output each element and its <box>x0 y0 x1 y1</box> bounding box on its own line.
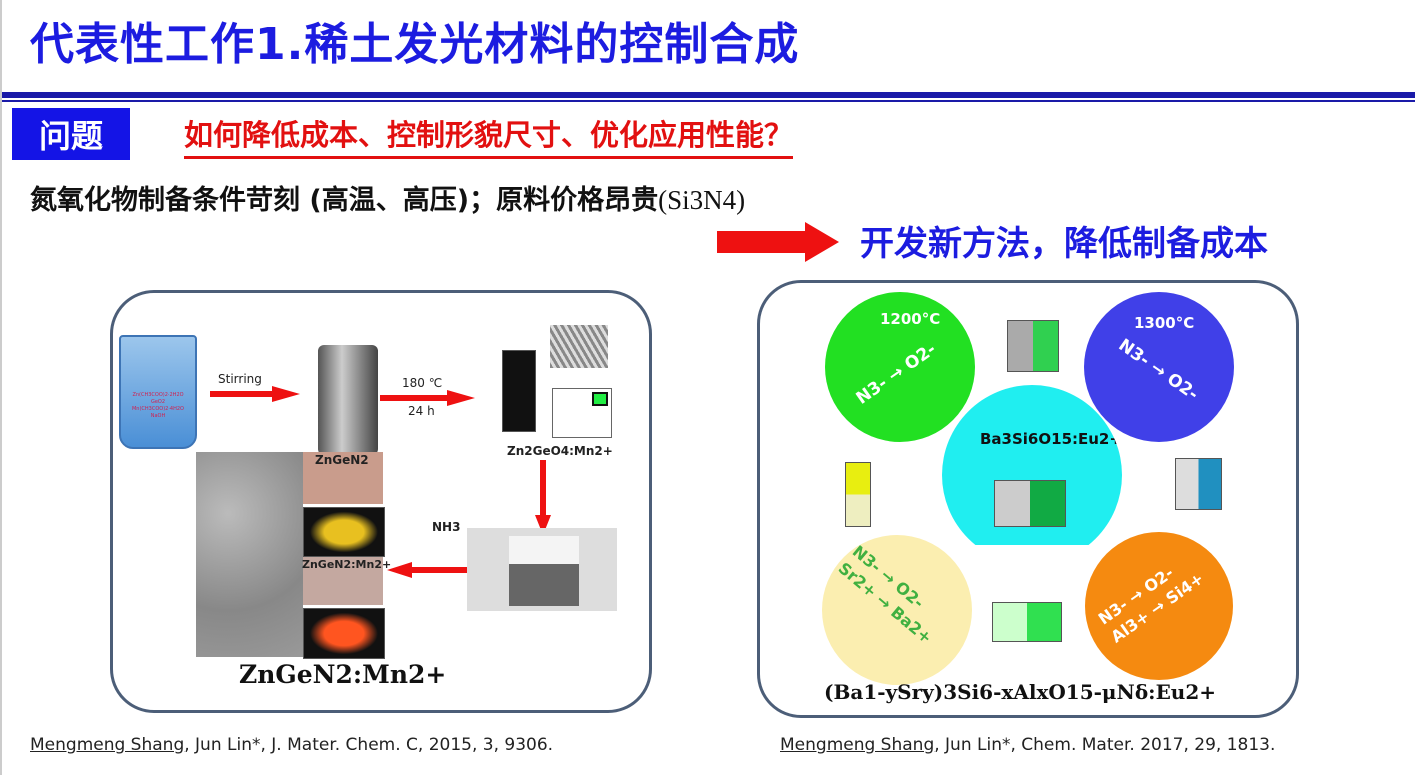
center-label: Ba3Si6O15:Eu2+ <box>980 430 1122 448</box>
tube-photo <box>502 350 536 432</box>
spectrum-plot <box>552 388 612 438</box>
substitution-labels: N3- → O2- Al3+ → Si4+ <box>1094 550 1208 648</box>
autoclave-image <box>318 345 378 455</box>
sem-image-product <box>196 452 303 657</box>
tube-furnace-image <box>467 528 617 611</box>
stirring-label: Stirring <box>218 372 262 386</box>
right-citation: Mengmeng Shang, Jun Lin*, Chem. Mater. 2… <box>780 735 1275 755</box>
gas-label: NH3 <box>432 520 461 534</box>
author-link: Mengmeng Shang <box>780 735 935 755</box>
orange-spectrum-circle: N3- → O2- Al3+ → Si4+ <box>1085 532 1233 680</box>
sample1-label: ZnGeN2 <box>315 453 369 467</box>
left-arrow-icon <box>387 562 467 578</box>
sample-photo <box>1175 458 1222 510</box>
substitution-label: N3- → O2- <box>852 339 940 409</box>
problem-chem: (Si3N4) <box>658 185 746 215</box>
cyan-spectrum-circle: Ba3Si6O15:Eu2+ <box>942 385 1122 545</box>
arrow-icon <box>380 390 475 406</box>
yellow-emission-photo <box>303 507 385 557</box>
left-citation: Mengmeng Shang, Jun Lin*, J. Mater. Chem… <box>30 735 553 755</box>
powder-photo <box>303 452 383 504</box>
slide-title: 代表性工作1.稀土发光材料的控制合成 <box>30 19 800 70</box>
right-formula: (Ba1-ySry)3Si6-xAlxO15-μNδ:Eu2+ <box>824 680 1217 704</box>
arrow-icon <box>210 386 300 402</box>
question-text: 如何降低成本、控制形貌尺寸、优化应用性能？ <box>184 112 794 159</box>
temp2-label: 1300°C <box>1134 314 1195 332</box>
time-label: 24 h <box>408 404 435 418</box>
problem-statement: 氮氧化物制备条件苛刻 (高温、高压)；原料价格昂贵(Si3N4) <box>30 178 745 217</box>
temperature-label: 180 ℃ <box>402 376 443 390</box>
sem-image <box>550 325 608 368</box>
solution-text: 开发新方法，降低制备成本 <box>860 224 1268 264</box>
reagent: GeO2 <box>150 399 166 405</box>
citation-text: , Jun Lin*, J. Mater. Chem. C, 2015, 3, … <box>184 735 554 755</box>
sample-photo <box>845 462 871 527</box>
sample-photo <box>1007 320 1059 372</box>
substitution-labels: N3- → O2- Sr2+ → Ba2+ <box>833 541 950 649</box>
sample2-label: ZnGeN2:Mn2+ <box>302 558 392 571</box>
sample-photo <box>992 602 1062 642</box>
title-divider <box>2 92 1415 98</box>
intermediate-label: Zn2GeO4:Mn2+ <box>507 444 613 458</box>
left-formula: ZnGeN2:Mn2+ <box>239 660 447 689</box>
temp1-label: 1200°C <box>880 310 941 328</box>
red-emission-photo <box>303 608 385 659</box>
right-arrow-icon <box>717 222 839 262</box>
problem-text: 氮氧化物制备条件苛刻 (高温、高压)；原料价格昂贵 <box>30 185 659 216</box>
reagent: NaOH <box>150 413 166 419</box>
title-divider-thin <box>2 100 1415 102</box>
beaker-icon: Zn(CH3COO)2·2H2O GeO2 Mn(CH3COO)2·4H2O N… <box>119 335 197 449</box>
green-spectrum-circle: 1200°C N3- → O2- <box>825 292 975 442</box>
citation-text: , Jun Lin*, Chem. Mater. 2017, 29, 1813. <box>934 735 1276 755</box>
substitution-label: N3- → O2- <box>1114 335 1202 405</box>
blue-spectrum-circle: 1300°C N3- → O2- <box>1084 292 1234 442</box>
yellow-spectrum-circle: N3- → O2- Sr2+ → Ba2+ <box>822 535 972 685</box>
reagent: Mn(CH3COO)2·4H2O <box>131 406 184 412</box>
down-arrow-icon <box>535 460 551 535</box>
sample-photo <box>994 480 1066 527</box>
author-link: Mengmeng Shang <box>30 735 185 755</box>
question-tag: 问题 <box>12 108 130 160</box>
reagent: Zn(CH3COO)2·2H2O <box>132 392 184 398</box>
powder-photo <box>303 557 383 605</box>
